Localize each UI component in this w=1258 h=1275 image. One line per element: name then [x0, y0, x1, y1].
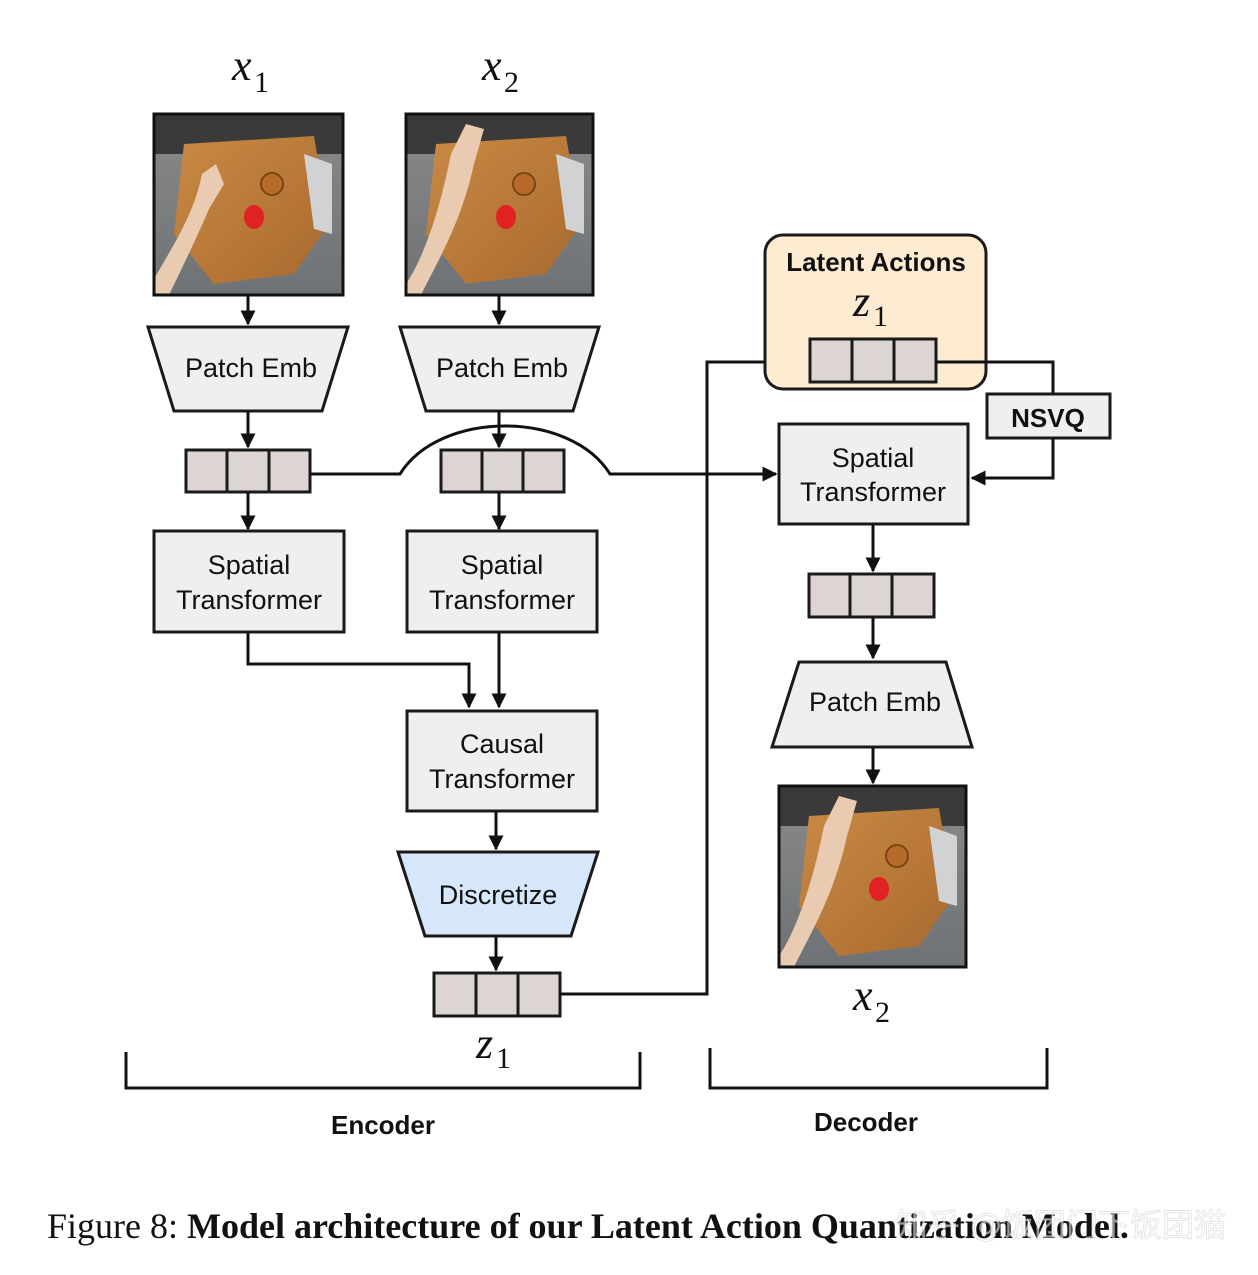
caption-prefix: Figure 8: — [47, 1206, 187, 1246]
token-block-x1 — [184, 448, 312, 494]
watermark: 知乎 @饭团门下饭团猫 — [896, 1206, 1226, 1244]
figure-caption: Figure 8: Model architecture of our Late… — [47, 1206, 1129, 1246]
output-label-x2: x 2 — [852, 971, 890, 1029]
discretize-block: Discretize — [395, 850, 601, 938]
encoder-label: Encoder — [331, 1110, 435, 1140]
nsvq-block: NSVQ — [985, 392, 1112, 440]
latent-actions-panel: Latent Actions z 1 — [763, 233, 988, 391]
encoder-spatial-transformer-2: Spatial Transformer — [405, 529, 599, 634]
encoder-patch-emb-1: Patch Emb — [145, 325, 351, 413]
svg-text:Transformer: Transformer — [429, 585, 575, 615]
svg-text:x: x — [481, 41, 502, 90]
decoder-label: Decoder — [814, 1107, 918, 1137]
frame-image-x1 — [152, 112, 345, 297]
input-label-x1: x 1 — [231, 41, 269, 99]
svg-text:Spatial: Spatial — [832, 443, 915, 473]
arrow-z1-to-latent-actions — [560, 354, 808, 996]
svg-text:Spatial: Spatial — [208, 550, 291, 580]
svg-text:x: x — [231, 41, 252, 90]
frame-image-x2 — [404, 112, 595, 297]
svg-text:1: 1 — [873, 300, 888, 333]
svg-text:Latent Actions: Latent Actions — [786, 247, 966, 277]
encoder-z-label: z 1 — [475, 1019, 511, 1075]
frame-image-output — [777, 784, 968, 969]
svg-text:Patch Emb: Patch Emb — [436, 353, 568, 383]
svg-text:z: z — [852, 277, 870, 326]
encoder-spatial-transformer-1: Spatial Transformer — [152, 529, 346, 634]
arrow-nsvq-to-spatial — [970, 438, 1055, 486]
token-block-decoder — [807, 572, 936, 619]
svg-text:Transformer: Transformer — [176, 585, 322, 615]
svg-text:Patch Emb: Patch Emb — [809, 687, 941, 717]
arrow-spatial1-to-causal — [246, 632, 477, 709]
decoder-spatial-transformer: Spatial Transformer — [777, 422, 970, 526]
svg-text:1: 1 — [254, 66, 269, 99]
token-block-x2 — [439, 448, 566, 494]
svg-text:2: 2 — [504, 66, 519, 99]
svg-text:Discretize: Discretize — [439, 880, 558, 910]
svg-text:NSVQ: NSVQ — [1011, 403, 1085, 433]
svg-text:Patch Emb: Patch Emb — [185, 353, 317, 383]
svg-text:z: z — [475, 1019, 493, 1068]
arrow-x1-tokens-to-decoder — [310, 424, 778, 482]
caption-title: Model architecture of our Latent Action … — [187, 1206, 1129, 1246]
decoder-bracket — [708, 1048, 1049, 1090]
svg-text:1: 1 — [496, 1042, 511, 1075]
encoder-patch-emb-2: Patch Emb — [397, 325, 602, 413]
svg-text:Spatial: Spatial — [461, 550, 544, 580]
causal-transformer: Causal Transformer — [405, 709, 599, 813]
decoder-patch-emb: Patch Emb — [769, 660, 975, 749]
token-block-z1 — [432, 971, 562, 1018]
svg-text:Transformer: Transformer — [800, 477, 946, 507]
input-label-x2: x 2 — [481, 41, 519, 99]
svg-text:x: x — [852, 971, 873, 1020]
svg-text:Causal: Causal — [460, 729, 544, 759]
svg-text:2: 2 — [875, 996, 890, 1029]
line-latent-to-nsvq — [936, 360, 1055, 394]
svg-text:Transformer: Transformer — [429, 764, 575, 794]
encoder-bracket — [124, 1052, 642, 1090]
